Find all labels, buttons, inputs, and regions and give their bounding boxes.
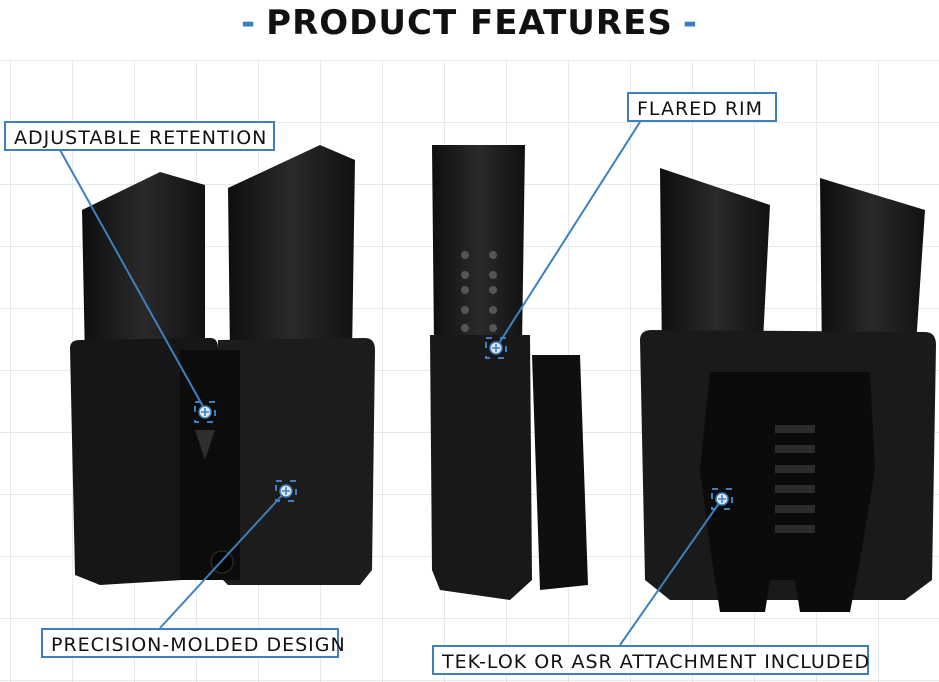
target-icon <box>275 480 297 502</box>
leader-molded <box>159 490 287 629</box>
logo-emboss <box>195 430 215 460</box>
callout-adjustable-retention: ADJUSTABLE RETENTION <box>4 121 275 151</box>
leader-teklok <box>619 498 723 646</box>
magazine-back-left <box>660 168 770 360</box>
target-icon <box>485 337 507 359</box>
leader-rim <box>495 121 641 349</box>
callout-precision-molded: PRECISION-MOLDED DESIGN <box>41 628 345 658</box>
page-title: -PRODUCT FEATURES- <box>0 0 939 48</box>
target-icon <box>194 401 216 423</box>
magazine-back-right <box>820 178 925 360</box>
back-view-pouch <box>640 168 936 612</box>
pouch-body-right <box>218 338 375 585</box>
magazine-side <box>432 145 525 345</box>
target-icon <box>711 488 733 510</box>
callout-teklok-attachment: TEK-LOK OR ASR ATTACHMENT INCLUDED <box>432 645 869 675</box>
leader-retention <box>59 149 206 411</box>
magazine-right <box>228 145 355 355</box>
front-view-pouch <box>70 145 375 585</box>
magazine-left <box>82 172 205 360</box>
title-text: PRODUCT FEATURES <box>266 3 673 43</box>
title-dash-right: - <box>682 3 698 43</box>
side-view-pouch <box>430 145 588 600</box>
target-markers <box>194 337 733 510</box>
pouch-side-body <box>430 335 532 600</box>
belt-clip-side <box>532 355 588 590</box>
title-dash-left: - <box>241 3 257 43</box>
callout-flared-rim: FLARED RIM <box>627 92 777 122</box>
center-spine <box>180 350 240 580</box>
